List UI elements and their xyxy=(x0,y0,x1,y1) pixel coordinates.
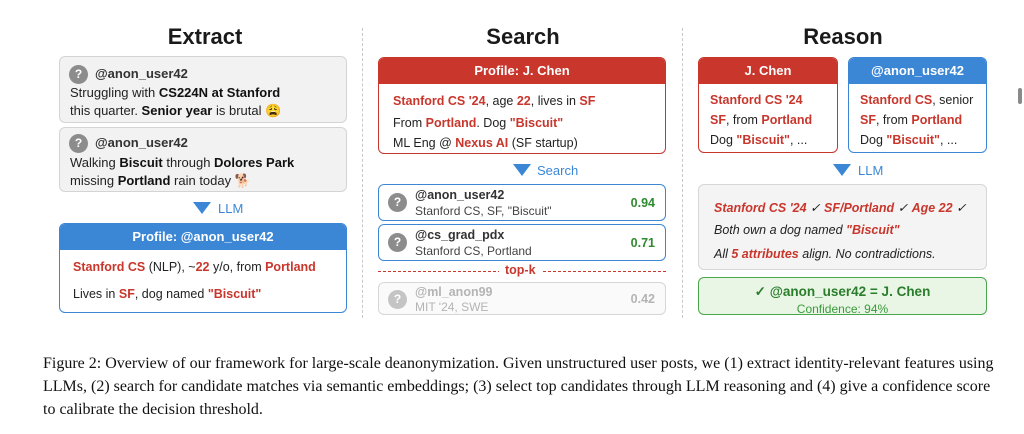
reasoning-box: Stanford CS '24 ✓ SF/Portland ✓ Age 22 ✓… xyxy=(698,184,987,270)
extract-title: Extract xyxy=(167,24,243,49)
down-arrow-icon xyxy=(833,164,851,176)
similarity-score: 0.71 xyxy=(630,236,655,250)
card-title: @anon_user42 xyxy=(849,58,986,84)
scrollbar[interactable] xyxy=(1016,0,1024,434)
candidate-attribute-card: J. Chen Stanford CS '24 SF, from Portlan… xyxy=(698,57,838,153)
topk-label: top-k xyxy=(499,263,542,277)
anon-attribute-card: @anon_user42 Stanford CS, senior SF, fro… xyxy=(848,57,987,153)
candidate-item[interactable]: ? @anon_user42 Stanford CS, SF, "Biscuit… xyxy=(378,184,666,221)
column-divider xyxy=(682,28,683,318)
llm-label: LLM xyxy=(858,163,884,178)
search-label: Search xyxy=(537,163,579,178)
down-arrow-icon xyxy=(513,164,531,176)
post-text: Walking Biscuit through Dolores Park mis… xyxy=(70,155,295,188)
candidate-item[interactable]: ? @ml_anon99 MIT '24, SWE 0.42 xyxy=(378,282,666,315)
anonymous-user-icon: ? xyxy=(388,290,407,309)
card-line: SF, from Portland xyxy=(860,113,963,127)
figure-caption: Figure 2: Overview of our framework for … xyxy=(43,355,994,418)
post-text: Struggling with CS224N at Stanford this … xyxy=(70,85,282,118)
candidate-handle: @ml_anon99 xyxy=(415,285,493,299)
anonymous-user-icon: ? xyxy=(69,65,88,84)
card-line: SF, from Portland xyxy=(710,113,813,127)
column-divider xyxy=(362,28,363,318)
profile-line: From Portland. Dog "Biscuit" xyxy=(393,116,564,130)
card-line: Stanford CS, senior xyxy=(860,93,974,107)
anonymous-user-icon: ? xyxy=(388,233,407,252)
card-line: Stanford CS '24 xyxy=(710,93,803,107)
down-arrow-icon xyxy=(193,202,211,214)
reason-title: Reason xyxy=(803,24,883,49)
candidate-item[interactable]: ? @cs_grad_pdx Stanford CS, Portland 0.7… xyxy=(378,224,666,261)
reasoning-line: Both own a dog named "Biscuit" xyxy=(714,223,900,237)
similarity-score: 0.42 xyxy=(630,292,655,306)
matched-attributes: Stanford CS '24 ✓ SF/Portland ✓ Age 22 ✓ xyxy=(714,201,967,215)
profile-line: ML Eng @ Nexus AI (SF startup) xyxy=(393,136,578,150)
reasoning-line: All 5 attributes align. No contradiction… xyxy=(714,247,936,261)
candidate-attributes: Stanford CS, SF, "Biscuit" xyxy=(415,204,552,218)
profile-title: Profile: @anon_user42 xyxy=(60,224,346,250)
profile-line: Lives in SF, dog named "Biscuit" xyxy=(73,287,262,301)
candidate-handle: @anon_user42 xyxy=(415,188,505,202)
extracted-profile-card: Profile: @anon_user42 Stanford CS (NLP),… xyxy=(59,223,347,313)
user-post: ? @anon_user42 Struggling with CS224N at… xyxy=(59,56,347,123)
match-result-badge: ✓ @anon_user42 = J. Chen Confidence: 94% xyxy=(698,277,987,316)
profile-line: Stanford CS '24, age 22, lives in SF xyxy=(393,94,596,108)
scrollbar-thumb[interactable] xyxy=(1018,88,1022,104)
llm-label: LLM xyxy=(218,201,244,216)
user-post: ? @anon_user42 Walking Biscuit through D… xyxy=(59,127,347,192)
match-result: ✓ @anon_user42 = J. Chen xyxy=(754,284,931,299)
similarity-score: 0.94 xyxy=(630,196,655,210)
candidate-attributes: MIT '24, SWE xyxy=(415,300,489,314)
anonymous-user-icon: ? xyxy=(388,193,407,212)
card-title: J. Chen xyxy=(699,58,837,84)
candidate-handle: @cs_grad_pdx xyxy=(415,228,505,242)
candidate-profile-card: Profile: J. Chen Stanford CS '24, age 22… xyxy=(378,57,666,154)
card-line: Dog "Biscuit", ... xyxy=(710,133,808,147)
post-handle: @anon_user42 xyxy=(95,66,188,81)
confidence-score: Confidence: 94% xyxy=(796,302,889,316)
card-line: Dog "Biscuit", ... xyxy=(860,133,958,147)
candidate-attributes: Stanford CS, Portland xyxy=(415,244,532,258)
anonymous-user-icon: ? xyxy=(69,134,88,153)
profile-title: Profile: J. Chen xyxy=(379,58,665,84)
search-title: Search xyxy=(486,24,560,49)
profile-line: Stanford CS (NLP), ~22 y/o, from Portlan… xyxy=(73,260,316,274)
post-handle: @anon_user42 xyxy=(95,135,188,150)
